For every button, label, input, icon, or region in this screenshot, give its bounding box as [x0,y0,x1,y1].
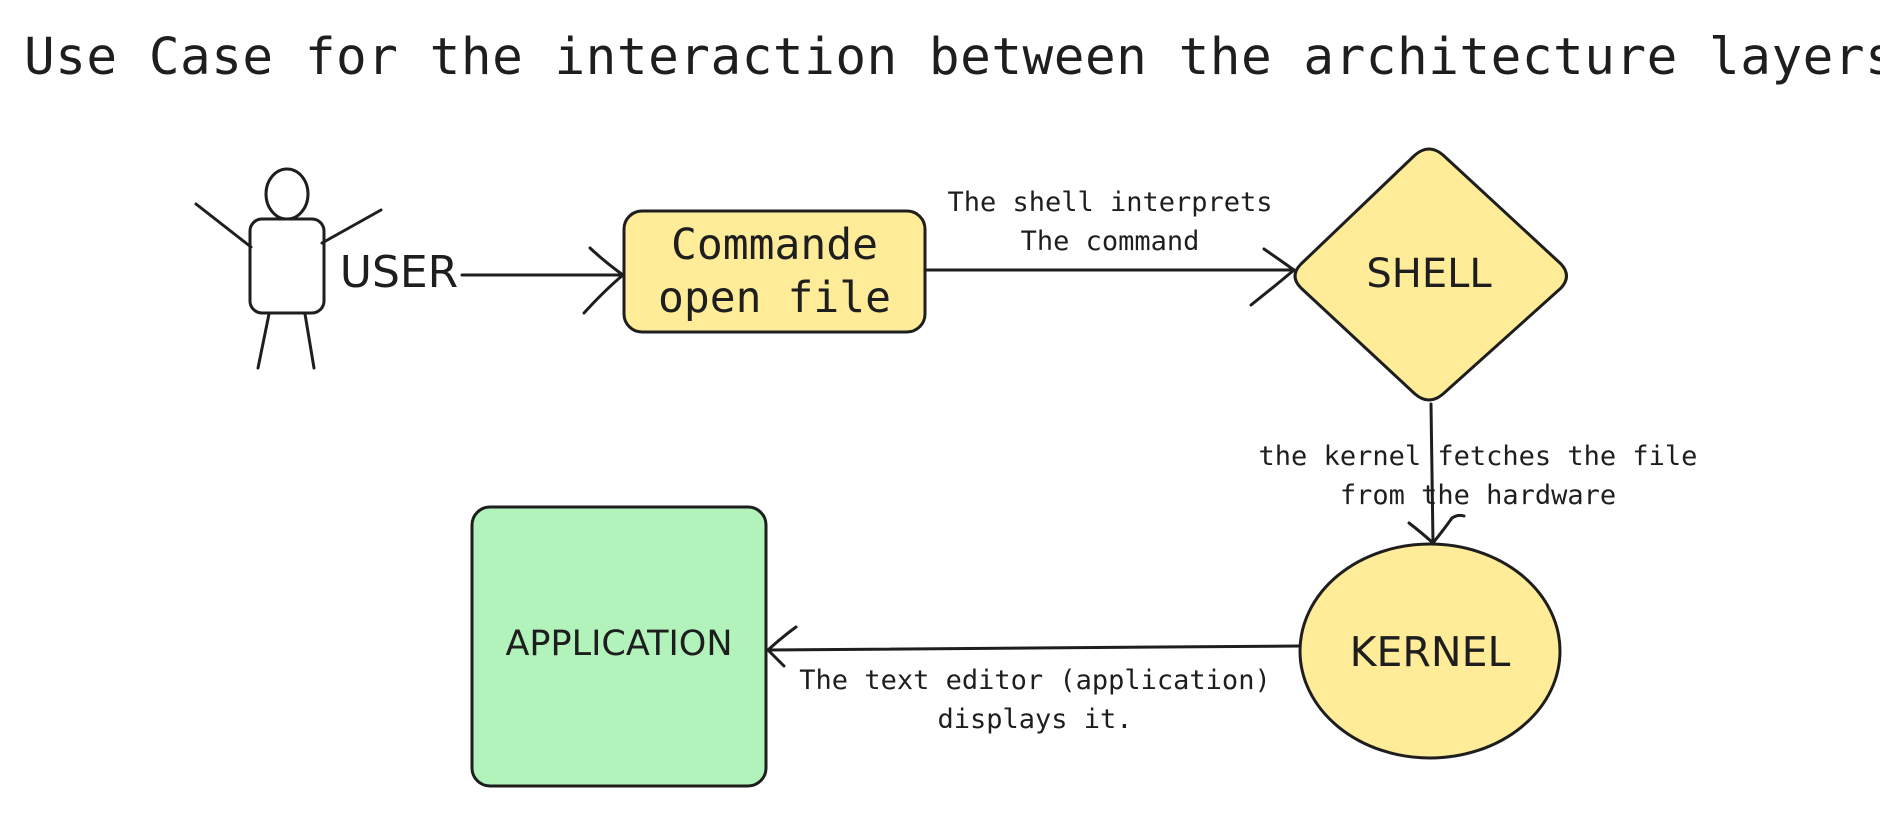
edge-command-to-shell-label-line1: The shell interprets [947,187,1273,218]
edge-kernel-to-application [766,625,1302,668]
command-label-line1: Commande [670,220,879,271]
edge-kernel-to-application-label-line1: The text editor (application) [799,665,1271,696]
edge-shell-to-kernel-label-line1: the kernel fetches the file [1258,441,1698,472]
user-label: USER [339,246,459,298]
edge-command-to-shell-arrowhead [1249,247,1296,307]
edge-user-to-command-arrowhead [582,246,625,315]
user-body [248,217,326,315]
edge-shell-to-kernel-label-line2: from the hardware [1339,480,1617,511]
edge-kernel-to-application-line [766,644,1302,652]
shell-label: SHELL [1366,251,1492,297]
diagram-title: Use Case for the interaction between the… [24,28,1880,87]
kernel-node-shape[interactable] [1298,542,1562,760]
edge-shell-to-kernel [1407,402,1466,545]
edge-shell-to-kernel-arrowhead [1407,513,1466,545]
user-left-leg [256,312,271,370]
edge-kernel-to-application-arrowhead [766,625,798,668]
edge-command-to-shell-label: The shell interprets The command [920,183,1300,261]
edge-shell-to-kernel-label: the kernel fetches the file from the har… [1238,437,1718,515]
edge-command-to-shell [923,247,1296,307]
edge-user-to-command [460,246,625,315]
user-right-leg [303,312,316,370]
command-node[interactable]: Commande open file [624,211,925,332]
user-right-arm [320,208,383,245]
application-label: APPLICATION [505,624,733,664]
edge-kernel-to-application-label: The text editor (application) displays i… [775,661,1295,739]
edge-command-to-shell-label-line2: The command [1020,226,1200,257]
edge-shell-to-kernel-line [1429,402,1435,545]
kernel-label: KERNEL [1349,628,1511,676]
user-left-arm [194,202,253,249]
command-label-line2: open file [658,272,891,323]
application-node-shape[interactable] [470,505,768,788]
user-actor-figure [194,167,383,370]
edge-kernel-to-application-label-line2: displays it. [937,704,1133,735]
shell-node-shape[interactable] [1293,147,1568,402]
user-head [264,167,310,221]
